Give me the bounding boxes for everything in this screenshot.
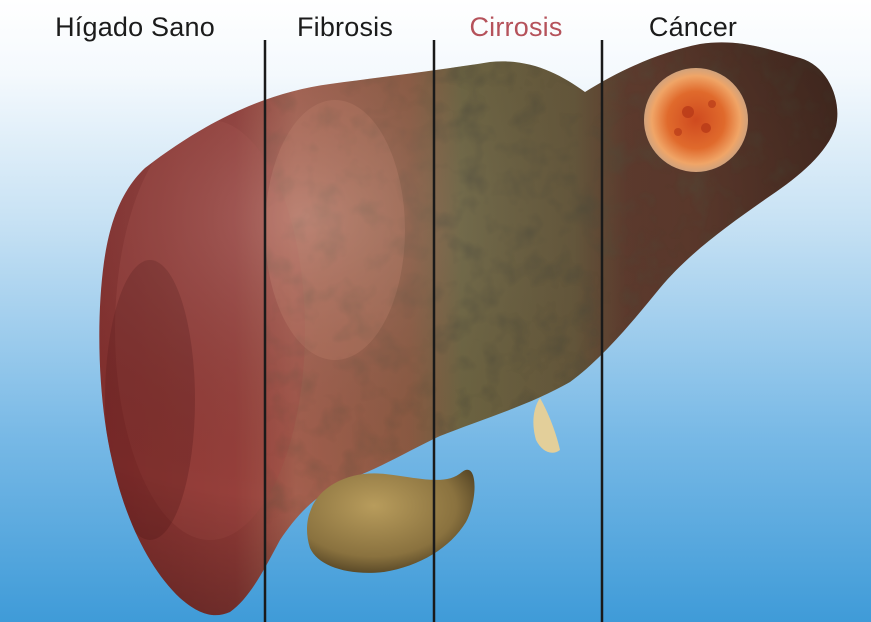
stage-label-healthy-liver: Hígado Sano [55,12,215,43]
stage-label-cirrhosis: Cirrosis [469,12,562,43]
stage-label-cancer: Cáncer [649,12,737,43]
stage-label-fibrosis: Fibrosis [297,12,393,43]
tumor [644,68,748,172]
